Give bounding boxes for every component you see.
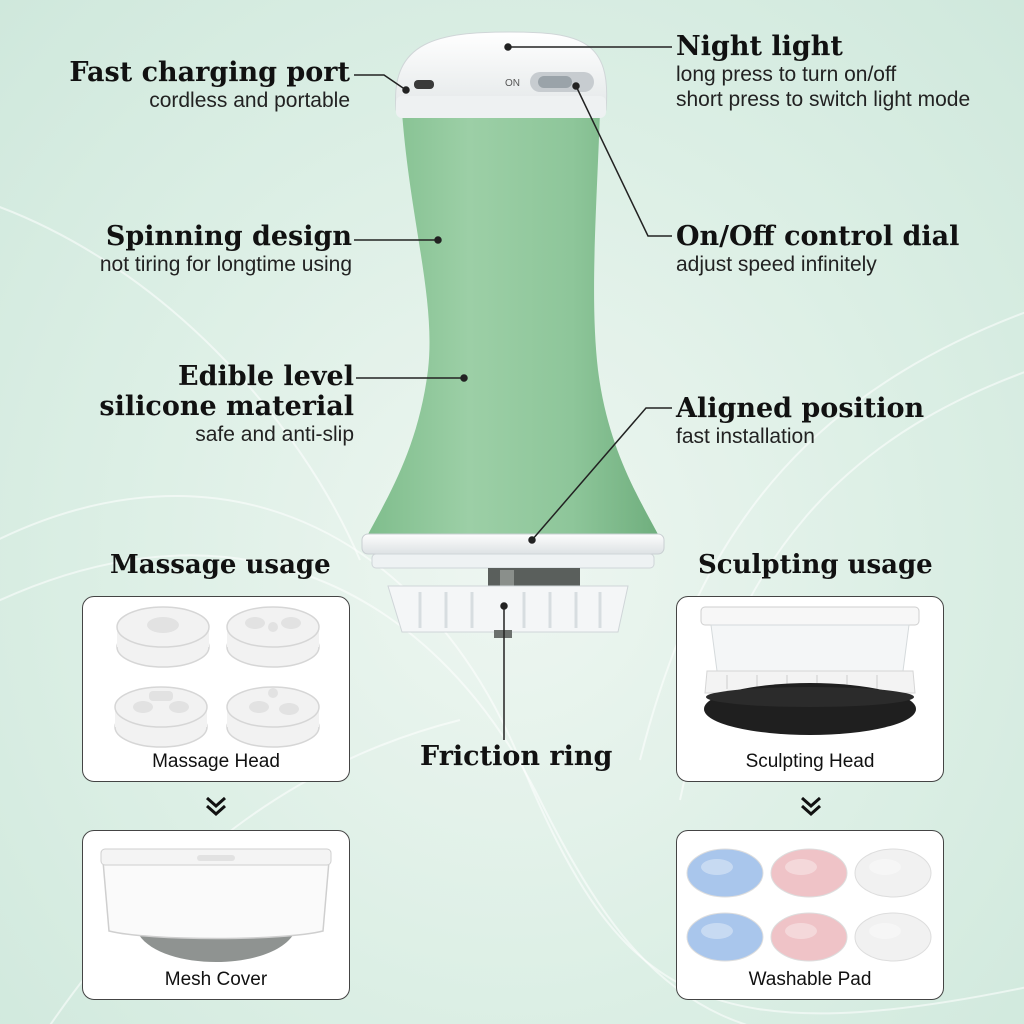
friction-ring-title: Friction ring — [420, 741, 613, 772]
callout-silicone: Edible level silicone material safe and … — [99, 362, 354, 447]
night-light-title: Night light — [676, 31, 843, 62]
silicone-title-line2: silicone material — [99, 391, 354, 422]
callout-aligned-position: Aligned position fast installation — [676, 394, 924, 449]
mesh-cover-card: Mesh Cover — [82, 830, 350, 1000]
sculpting-usage-title: Sculpting usage — [698, 550, 933, 580]
double-chevron-down-icon — [206, 796, 226, 817]
sculpting-head-caption: Sculpting Head — [745, 751, 875, 772]
night-light-subtitle-1: long press to turn on/off — [676, 63, 897, 86]
aligned-position-subtitle: fast installation — [676, 425, 815, 448]
massage-heads-image — [114, 606, 320, 748]
switch-on-label: ON — [505, 78, 520, 89]
charging-port-title: Fast charging port — [69, 57, 350, 88]
washable-pad-card: Washable Pad — [676, 830, 944, 1000]
massage-head-caption: Massage Head — [152, 751, 280, 772]
control-dial-title: On/Off control dial — [676, 221, 960, 252]
mesh-cover-image — [100, 848, 332, 962]
mesh-cover-caption: Mesh Cover — [164, 969, 268, 990]
massage-usage-title: Massage usage — [110, 550, 331, 580]
night-light-subtitle-2: short press to switch light mode — [676, 88, 971, 111]
sculpting-head-image — [700, 606, 920, 735]
silicone-title-line1: Edible level — [178, 361, 354, 392]
charging-port — [414, 80, 434, 89]
callout-control-dial: On/Off control dial adjust speed infinit… — [676, 222, 959, 277]
washable-pads-image — [686, 848, 932, 962]
device-body — [366, 112, 660, 538]
massage-head-card: Massage Head — [82, 596, 350, 782]
spinning-design-title: Spinning design — [105, 221, 352, 252]
callout-friction-ring: Friction ring — [420, 742, 612, 772]
aligned-position-title: Aligned position — [676, 393, 925, 424]
double-chevron-down-icon — [801, 796, 821, 817]
charging-port-subtitle: cordless and portable — [149, 89, 350, 112]
control-dial-subtitle: adjust speed infinitely — [676, 253, 877, 276]
callout-night-light: Night light long press to turn on/off sh… — [676, 32, 970, 112]
callout-spinning-design: Spinning design not tiring for longtime … — [100, 222, 352, 277]
washable-pad-caption: Washable Pad — [748, 969, 872, 990]
sculpting-head-card: Sculpting Head — [676, 596, 944, 782]
silicone-subtitle: safe and anti-slip — [195, 423, 354, 446]
friction-ring — [387, 585, 629, 633]
spinning-design-subtitle: not tiring for longtime using — [99, 253, 352, 276]
callout-charging-port: Fast charging port cordless and portable — [69, 58, 350, 113]
